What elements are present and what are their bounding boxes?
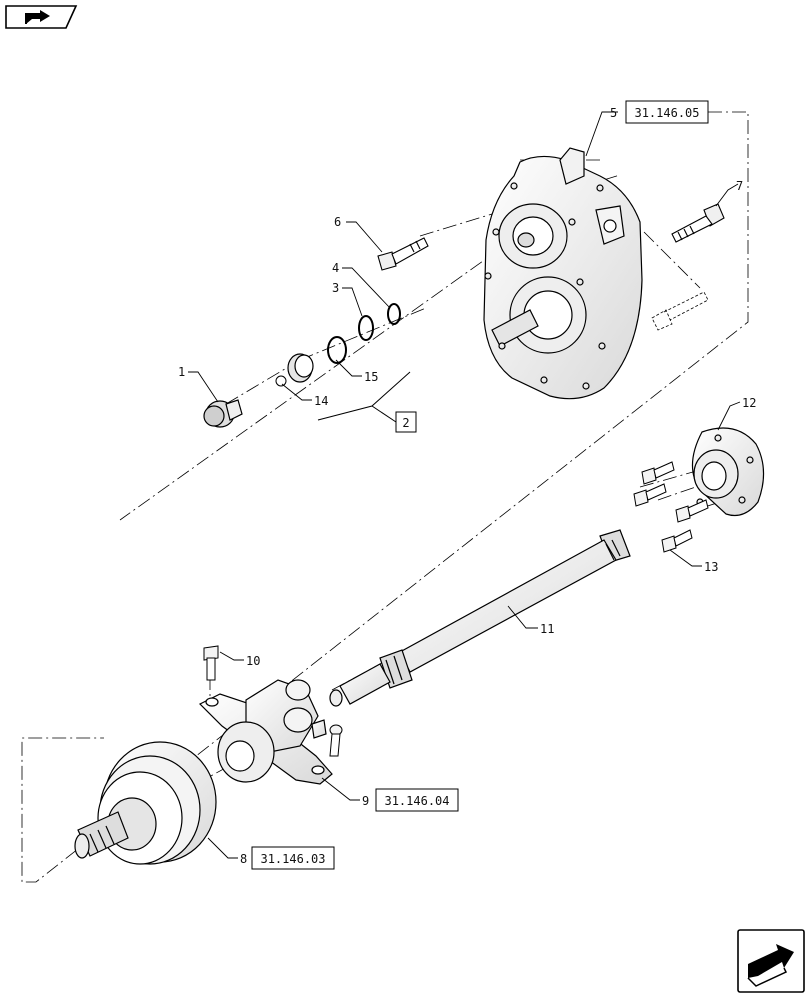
ref-box-9[interactable]	[375, 788, 459, 812]
callout-box-2	[395, 411, 417, 433]
seal-plug	[287, 353, 314, 383]
callout-5: 5	[610, 106, 617, 120]
return-arrow-icon	[5, 5, 78, 29]
circlip-3	[358, 315, 374, 341]
cap-1	[203, 399, 243, 428]
bolt-10	[203, 645, 219, 681]
ball-14	[275, 375, 287, 387]
kit-bracket-2	[317, 371, 411, 423]
bearing-housing-9	[198, 679, 333, 785]
return-button[interactable]	[4, 4, 78, 30]
callout-14: 14	[314, 394, 328, 408]
bolt-7	[671, 203, 725, 243]
ref-label-9: 31.146.04	[384, 794, 449, 808]
callout-7: 7	[736, 179, 743, 193]
o-ring-15	[327, 336, 347, 364]
next-page-arrow-icon	[737, 929, 805, 993]
callout-2: 2	[402, 416, 409, 430]
callout-8: 8	[240, 852, 247, 866]
callout-13: 13	[704, 560, 718, 574]
callout-9: 9	[362, 794, 369, 808]
circlip-4	[387, 303, 401, 325]
callout-6: 6	[334, 215, 341, 229]
callout-11: 11	[540, 622, 554, 636]
leader-lines	[188, 111, 741, 859]
shaft-11	[329, 529, 631, 707]
ref-label-5: 31.146.05	[634, 106, 699, 120]
ref-box-5[interactable]	[625, 100, 709, 124]
ref-box-8[interactable]	[251, 846, 335, 870]
callout-4: 4	[332, 261, 339, 275]
next-page-button[interactable]	[736, 928, 806, 994]
callout-3: 3	[332, 281, 339, 295]
bolt-hidden	[651, 291, 709, 331]
bolt-small-9	[329, 724, 343, 757]
ref-label-8: 31.146.03	[260, 852, 325, 866]
callout-12: 12	[742, 396, 756, 410]
bolt-6	[377, 237, 429, 271]
flange-12	[691, 427, 765, 517]
callout-10: 10	[246, 654, 260, 668]
gearbox	[483, 147, 643, 400]
bolts-13	[633, 461, 709, 553]
clutch-8	[74, 741, 217, 865]
callout-1: 1	[178, 365, 185, 379]
callout-15: 15	[364, 370, 378, 384]
